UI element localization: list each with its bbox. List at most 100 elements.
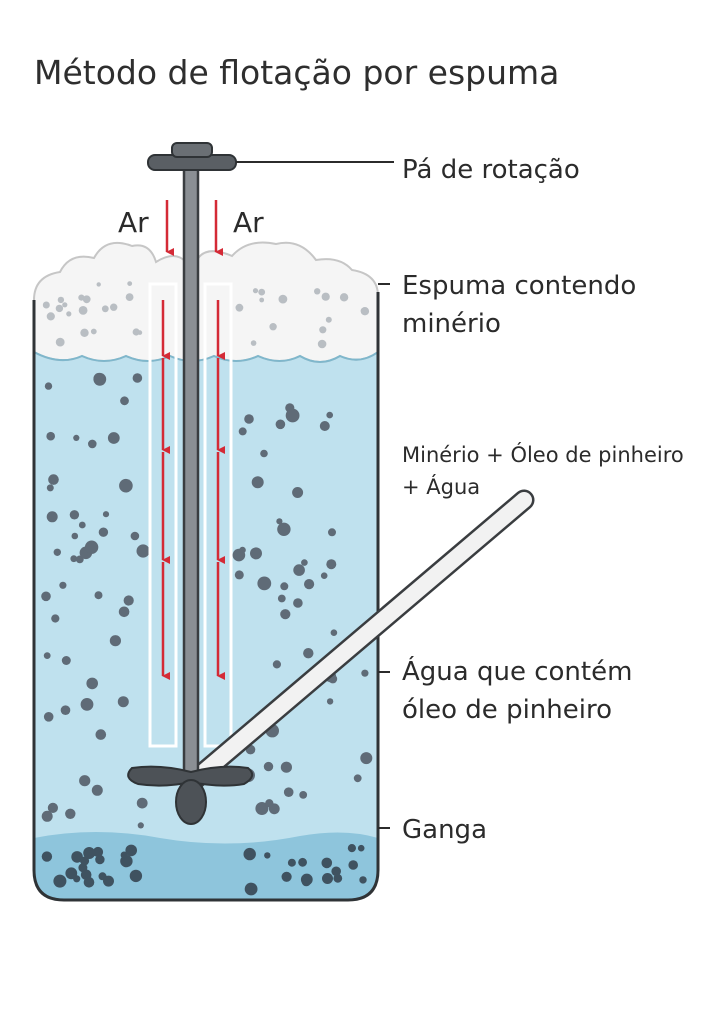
ore-particle [71, 532, 79, 540]
ore-particle [361, 669, 369, 677]
label-froth-line1: Espuma contendo [402, 271, 636, 301]
rotation-paddle [127, 142, 254, 825]
gangue-particle [321, 857, 333, 869]
gangue-particles [41, 844, 367, 896]
ore-particle [44, 382, 53, 390]
ore-particle [117, 696, 129, 708]
label-water-line1: Água que contém [402, 655, 632, 687]
froth-bubble [90, 328, 97, 335]
gangue-particle [83, 847, 96, 859]
ore-particle [234, 570, 244, 580]
froth-bubble [127, 281, 133, 286]
label-gangue: Ganga [402, 815, 487, 845]
ore-particle [293, 598, 303, 608]
gangue-particle [347, 844, 356, 853]
ore-particle [91, 784, 103, 796]
gangue-particle [95, 854, 105, 865]
froth-bubble [321, 292, 330, 301]
ore-particle [136, 797, 148, 809]
gangue-particle [41, 851, 53, 862]
ore-particle [277, 522, 291, 536]
froth-bubble [101, 305, 109, 313]
ore-particle [303, 648, 314, 659]
label-paddle: Pá de rotação [402, 155, 580, 185]
ore-particle [43, 712, 54, 722]
ore-particle [326, 559, 337, 570]
ore-particle [41, 810, 53, 822]
gangue-particle [125, 844, 137, 857]
gangue-particle [80, 856, 90, 866]
ore-particle [136, 544, 150, 558]
froth-bubble [78, 306, 88, 315]
ore-particle [78, 521, 86, 529]
ore-particle [299, 791, 308, 799]
froth-bubble [250, 340, 257, 346]
ore-particle [283, 787, 294, 797]
ore-particle [88, 439, 97, 449]
label-water-line2: óleo de pinheiro [402, 695, 612, 725]
ore-particle [260, 449, 268, 458]
ore-particle [118, 606, 130, 618]
ore-particle [272, 660, 281, 669]
ore-particle [277, 594, 286, 603]
ore-particle [304, 579, 315, 590]
gangue-particle [73, 875, 81, 883]
froth-bubble [252, 288, 259, 294]
froth-bubble [339, 293, 349, 302]
label-feed-line1: Minério + Óleo de pinheiro [402, 442, 684, 467]
ore-particle [65, 808, 76, 819]
gangue-particle [71, 851, 83, 863]
feed-pipe [181, 489, 535, 793]
gangue-particle [287, 858, 296, 867]
ore-particle [98, 527, 109, 537]
ore-particle [119, 478, 133, 493]
froth-bubble [46, 312, 55, 321]
paddle-shaft [182, 164, 200, 780]
ore-particle [326, 698, 334, 705]
ore-particle [238, 427, 247, 436]
gangue-particle [322, 873, 333, 884]
ore-particle [330, 629, 338, 636]
ore-particle [51, 614, 60, 623]
ore-particle [48, 474, 59, 485]
ore-particle [70, 555, 78, 563]
gangue-particle [243, 847, 256, 861]
ore-particle [79, 775, 91, 787]
froth-bubble [314, 288, 321, 295]
gangue-particle [83, 877, 95, 888]
froth-bubble [57, 296, 65, 304]
froth-bubble [110, 303, 118, 311]
gangue-particle [333, 873, 343, 883]
ore-particle [353, 774, 362, 783]
froth-bubble [325, 316, 332, 323]
gangue-particle [129, 869, 143, 883]
ore-particle [280, 609, 291, 620]
ore-particle [250, 547, 262, 560]
gangue-particle [244, 882, 258, 896]
gangue-particle [120, 851, 128, 859]
ore-particle [292, 487, 304, 498]
ore-particle [69, 510, 80, 520]
gangue-particle [298, 857, 307, 867]
label-froth-line2: minério [402, 309, 501, 339]
ore-particle [43, 652, 51, 659]
tank-wall [32, 292, 380, 902]
ore-particle [280, 761, 292, 773]
ore-particle [275, 419, 286, 430]
ore-particle [301, 559, 308, 566]
ore-particle [280, 582, 289, 591]
ore-particle [107, 432, 120, 444]
ore-particle [60, 705, 71, 715]
ore-particle [109, 635, 121, 647]
ore-particle [46, 431, 55, 441]
ore-particle [328, 528, 336, 537]
ore-particle [46, 511, 58, 523]
froth-bubble [55, 337, 65, 347]
froth-bubble [360, 307, 370, 316]
ore-particle [86, 677, 98, 690]
froth-bubble [66, 311, 72, 317]
froth-bubble [269, 323, 277, 331]
ore-particle [80, 698, 94, 711]
ore-particle [251, 476, 264, 489]
